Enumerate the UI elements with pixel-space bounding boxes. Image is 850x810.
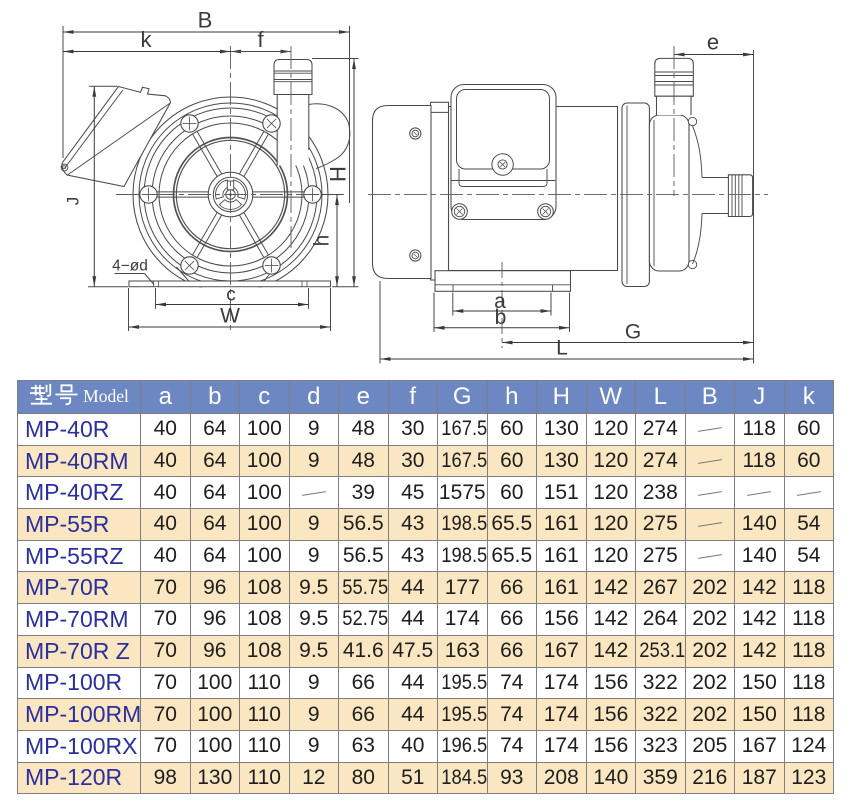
svg-text:W: W [220,305,240,328]
svg-text:G: G [625,321,641,344]
svg-text:4−ød: 4−ød [112,258,148,275]
svg-text:a: a [494,290,506,313]
svg-text:e: e [707,30,719,55]
svg-text:J: J [64,197,83,206]
svg-text:f: f [257,27,264,52]
svg-text:B: B [198,8,213,33]
svg-text:c: c [226,285,236,306]
svg-text:H: H [326,166,351,182]
svg-text:h: h [311,235,334,247]
svg-text:L: L [556,337,568,360]
svg-text:b: b [495,306,507,329]
svg-text:k: k [141,27,153,52]
